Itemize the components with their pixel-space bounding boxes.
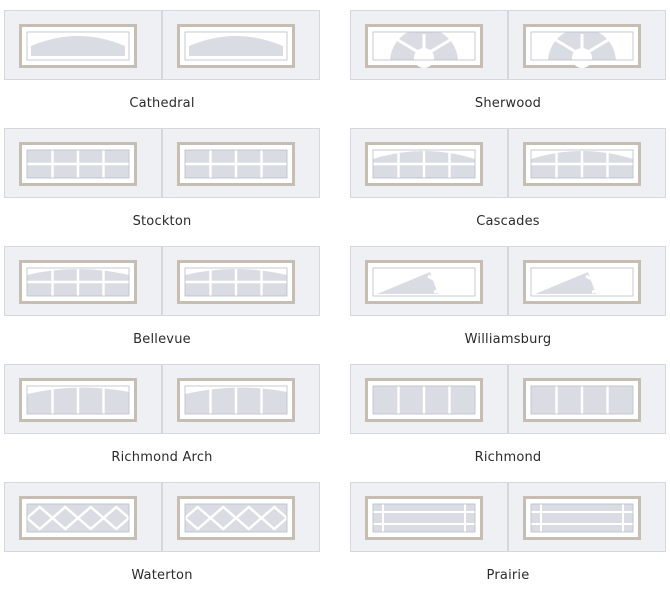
window-style-label: Stockton: [132, 214, 192, 229]
waterton-window-preview: [4, 482, 320, 552]
window-style-williamsburg[interactable]: Williamsburg: [350, 246, 666, 364]
window-style-label: Waterton: [131, 568, 193, 583]
richmond-arch-window-preview: [4, 364, 320, 434]
window-style-cascades[interactable]: Cascades: [350, 128, 666, 246]
bellevue-window-preview: [4, 246, 320, 316]
window-style-prairie[interactable]: Prairie: [350, 482, 666, 600]
window-style-label: Prairie: [486, 568, 530, 583]
window-style-label: Bellevue: [133, 332, 191, 347]
window-style-richmond-arch[interactable]: Richmond Arch: [4, 364, 320, 482]
window-style-label: Richmond Arch: [111, 450, 213, 465]
window-style-label: Williamsburg: [464, 332, 552, 347]
window-style-waterton[interactable]: Waterton: [4, 482, 320, 600]
window-style-stockton[interactable]: Stockton: [4, 128, 320, 246]
prairie-window-preview: [350, 482, 666, 552]
cascades-window-preview: [350, 128, 666, 198]
window-style-label: Cascades: [476, 214, 540, 229]
sherwood-window-preview: [350, 10, 666, 80]
window-style-label: Richmond: [474, 450, 542, 465]
window-style-richmond[interactable]: Richmond: [350, 364, 666, 482]
window-style-label: Cathedral: [129, 96, 195, 111]
richmond-window-preview: [350, 364, 666, 434]
williamsburg-window-preview: [350, 246, 666, 316]
window-style-bellevue[interactable]: Bellevue: [4, 246, 320, 364]
cathedral-window-preview: [4, 10, 320, 80]
stockton-window-preview: [4, 128, 320, 198]
window-style-cathedral[interactable]: Cathedral: [4, 10, 320, 128]
window-style-sherwood[interactable]: Sherwood: [350, 10, 666, 128]
window-style-label: Sherwood: [474, 96, 542, 111]
